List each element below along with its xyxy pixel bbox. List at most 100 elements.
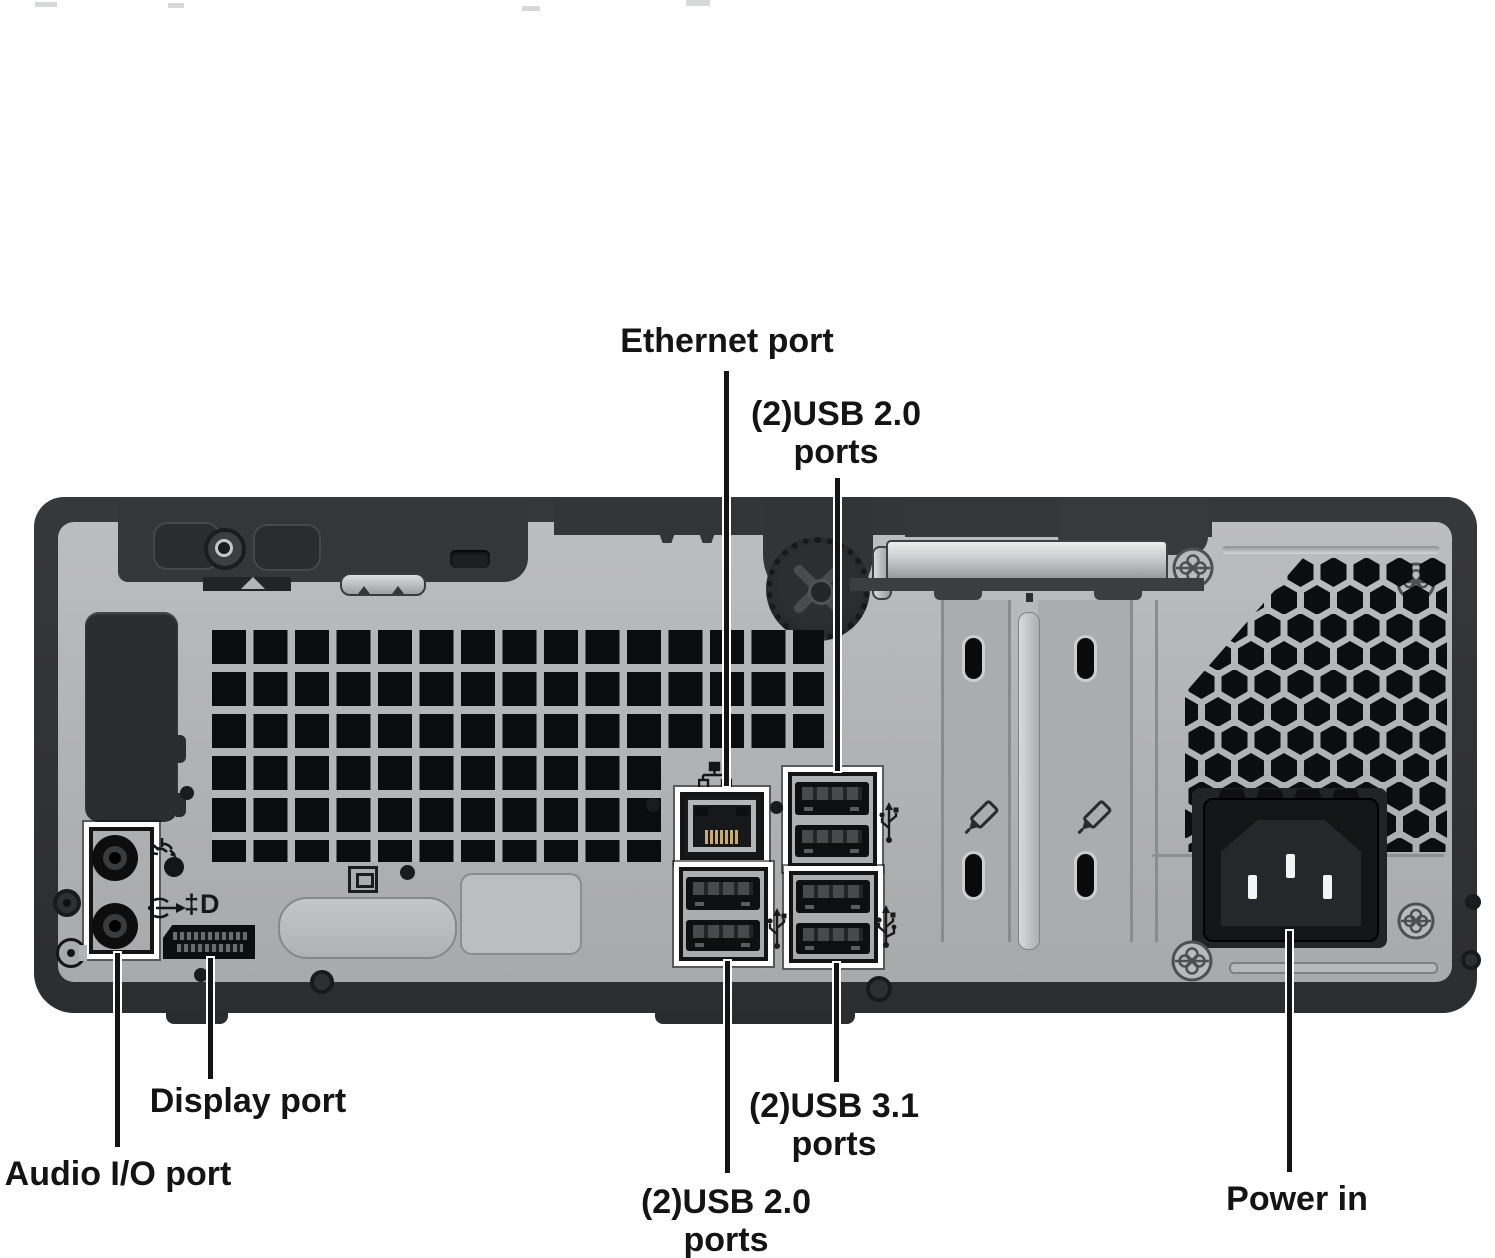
vent-grid	[212, 756, 661, 862]
frame-screw	[53, 889, 81, 917]
callout-usb2-bottom: (2)USB 2.0 ports	[641, 1183, 811, 1258]
slot-retention-bar	[886, 540, 1168, 584]
headset-icon	[149, 838, 184, 877]
padlock-loop-cutout	[253, 524, 321, 571]
frame-tab	[657, 527, 677, 543]
slot-vent-oval	[965, 638, 982, 679]
kensington-lock-slot	[450, 550, 490, 568]
usb-3-icon	[876, 905, 897, 948]
usb-port	[796, 880, 870, 913]
security-screw	[204, 528, 246, 570]
leader-usb2-top	[835, 478, 840, 771]
callout-usb2-top: (2)USB 2.0 ports	[751, 395, 921, 471]
slot-clip	[1094, 591, 1142, 600]
screw-hole	[180, 786, 194, 800]
callout-usb31-line1: (2)USB 3.1	[748, 1087, 920, 1125]
expansion-slot-icon	[1077, 800, 1112, 835]
cable-cover-tab	[176, 735, 186, 763]
lock-slot	[203, 577, 291, 591]
vent-grid	[212, 630, 824, 748]
top-lock-housing	[118, 502, 528, 582]
crop-artifact	[686, 0, 710, 6]
usb-port	[686, 877, 760, 910]
audio-jack-in	[92, 835, 138, 881]
panel-groove	[1155, 600, 1158, 942]
panel-groove	[1130, 600, 1133, 942]
port-blank-plate	[460, 873, 582, 955]
slot-vent-oval	[965, 854, 982, 897]
thumbscrew-icon	[1171, 940, 1213, 982]
chassis-foot	[166, 1011, 228, 1024]
cable-cover-tab	[176, 793, 186, 817]
callout-usb2-bottom-line1: (2)USB 2.0	[640, 1183, 812, 1221]
leader-power	[1287, 931, 1292, 1172]
crop-artifact	[522, 6, 540, 11]
slot-top-rail	[850, 578, 1204, 591]
usb-port	[796, 923, 870, 954]
leader-usb31	[834, 963, 839, 1082]
callout-power: Power in	[1226, 1180, 1368, 1218]
usb-2-icon	[879, 802, 899, 843]
slot-vent-oval	[1077, 638, 1094, 679]
callout-usb31-line2: ports	[791, 1125, 877, 1163]
crop-artifact	[35, 2, 57, 7]
callout-audio: Audio I/O port	[4, 1155, 232, 1193]
cable-cover-block	[85, 612, 178, 822]
frame-screw	[866, 976, 892, 1002]
callout-usb2-bottom-line2: ports	[683, 1221, 769, 1258]
computer-rear-panel: ‡D	[34, 497, 1481, 1024]
panel-groove	[1222, 546, 1440, 554]
slot-clip	[934, 591, 982, 600]
callout-usb2-top-line1: (2)USB 2.0	[750, 395, 922, 433]
chassis-foot	[655, 1010, 855, 1024]
line-out-icon	[147, 897, 186, 919]
usb-port	[795, 825, 869, 857]
monitor-icon	[348, 866, 378, 893]
slot-mark	[1026, 593, 1033, 602]
screw-hole	[770, 801, 783, 814]
usb-2-icon	[767, 908, 787, 949]
usb2-port-pair-top	[788, 772, 877, 867]
ground-icon	[56, 938, 87, 968]
displayport-icon: ‡D	[184, 889, 221, 919]
usb2-port-pair-bottom	[679, 867, 768, 961]
power-pin	[1286, 854, 1295, 878]
crop-artifact	[168, 3, 184, 8]
frame-tab	[697, 527, 717, 543]
panel-groove	[1008, 600, 1011, 942]
displayport-port	[163, 925, 255, 959]
usb31-port-pair	[789, 871, 878, 963]
screw-hole	[194, 968, 208, 982]
panel-groove	[1229, 962, 1438, 974]
leader-ethernet	[724, 371, 729, 786]
callout-display-port: Display port	[149, 1082, 347, 1120]
audio-callout-box	[89, 827, 154, 954]
screw-hole	[400, 865, 415, 880]
screw-hole	[646, 798, 660, 812]
slot-center-rail	[1018, 612, 1040, 950]
callout-usb2-top-line2: ports	[793, 433, 879, 471]
padlock-hasp	[340, 573, 426, 596]
expansion-slot-icon	[964, 800, 999, 835]
panel-groove	[941, 600, 944, 942]
thumbscrew-icon	[1172, 547, 1214, 589]
screw-hole	[1461, 950, 1481, 970]
usb-port	[795, 782, 869, 815]
slot-vent-oval	[1077, 854, 1094, 897]
audio-jack-out	[92, 903, 138, 949]
callout-ethernet: Ethernet port	[620, 322, 834, 360]
thumbscrew-icon	[1397, 902, 1435, 940]
usb-port	[686, 920, 760, 951]
power-pin	[1323, 875, 1332, 899]
leader-audio	[115, 953, 120, 1147]
callout-usb31: (2)USB 3.1 ports	[749, 1087, 919, 1163]
vga-blank-plate	[278, 897, 457, 959]
screw-hole	[310, 970, 334, 994]
power-pin	[1248, 875, 1257, 899]
leader-usb2-bottom	[725, 961, 730, 1173]
rj45-pins	[705, 830, 739, 844]
ethernet-port	[680, 792, 764, 860]
screw-hole	[1465, 894, 1481, 910]
leader-displayport	[208, 958, 213, 1079]
